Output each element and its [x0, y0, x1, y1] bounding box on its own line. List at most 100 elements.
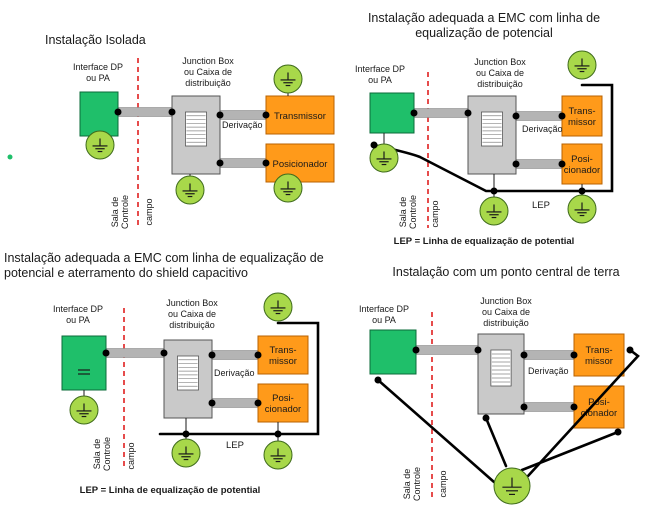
junction-box-label-line: ou Caixa de — [184, 67, 232, 77]
junction-box — [467, 95, 517, 175]
derivacao-label: Derivação — [528, 366, 569, 376]
panel-title-line: Instalação adequada a EMC com linha de — [368, 11, 600, 25]
positioner-label-line: Posi- — [571, 154, 593, 165]
positioner-box — [573, 385, 625, 429]
lep-label: LEP — [532, 200, 550, 211]
field-label: campo — [430, 200, 440, 227]
dp-interface-label-line: ou PA — [66, 315, 90, 325]
diagram-panel-4: Instalação com um ponto central de terra… — [359, 265, 640, 505]
junction-box-label-line: ou Caixa de — [476, 68, 524, 78]
control-room-label-line: Sala de — [398, 197, 408, 228]
junction-box — [163, 339, 213, 419]
positioner-label-line: Posi- — [588, 397, 610, 408]
junction-box-label-line: distribuição — [169, 320, 215, 330]
positioner-box — [257, 383, 309, 423]
panel-title-line: Instalação Isolada — [45, 33, 146, 47]
terminal-dot — [570, 351, 578, 359]
positioner-label-line: cionador — [265, 404, 301, 415]
derivacao-label: Derivação — [222, 120, 263, 130]
terminal-dot — [262, 159, 270, 167]
transmitter-label-line: Trans- — [585, 345, 612, 356]
positioner-label: Posi-cionador — [265, 393, 301, 415]
star-ground-wire — [520, 430, 620, 472]
control-room-label-line: Controle — [408, 195, 418, 229]
terminal-dot — [262, 111, 270, 119]
panel-title: Instalação com um ponto central de terra — [392, 265, 619, 279]
ground-symbol-icon — [479, 196, 509, 226]
bus-cable — [523, 350, 575, 360]
junction-box-label-line: Junction Box — [166, 298, 218, 308]
dp-interface-label-line: Interface DP — [73, 62, 123, 72]
dp-interface-box — [79, 91, 119, 137]
transmitter-label-line: Trans- — [269, 345, 296, 356]
field-label: campo — [126, 442, 136, 469]
positioner-label: Posi-cionador — [581, 397, 617, 419]
terminal-dot — [558, 112, 566, 120]
bus-cable — [515, 159, 563, 169]
terminal-dot — [410, 109, 418, 117]
ground-symbol-icon — [263, 440, 293, 470]
terminal-dot — [520, 403, 528, 411]
control-room-label-line: Controle — [412, 467, 422, 501]
terminal-dot — [614, 428, 622, 436]
transmitter-label: Transmissor — [274, 111, 326, 122]
ground-symbol-icon — [171, 438, 201, 468]
control-room-label: Sala deControle — [402, 467, 422, 501]
central-ground-icon — [493, 467, 531, 505]
bus-cable — [211, 398, 259, 408]
terminal-dot — [558, 160, 566, 168]
terminal-dot — [274, 430, 282, 438]
terminal-strip — [490, 349, 512, 387]
panel-title-line: Instalação adequada a EMC com linha de e… — [4, 251, 324, 265]
terminal-dot — [254, 399, 262, 407]
bus-cable — [523, 402, 575, 412]
lep-legend-note: LEP = Linha de equalização de potential — [394, 236, 575, 247]
dp-interface-label-line: ou PA — [368, 75, 392, 85]
terminal-dot — [520, 351, 528, 359]
dp-interface-label-line: Interface DP — [359, 304, 409, 314]
terminal-dot — [254, 351, 262, 359]
bus-cable — [117, 107, 173, 117]
bus-cable — [413, 108, 469, 118]
terminal-dot — [464, 109, 472, 117]
equipotential-bonding-line — [158, 321, 320, 436]
terminal-strip — [177, 355, 199, 391]
field-label: campo — [438, 470, 448, 497]
panel-title-line: equalização de potencial — [415, 26, 553, 40]
junction-box-label-line: distribuição — [483, 318, 529, 328]
panel-title: Instalação Isolada — [45, 33, 146, 47]
positioner-label-line: Posi- — [272, 393, 294, 404]
terminal-dot — [160, 349, 168, 357]
dp-interface-box — [369, 92, 415, 134]
dp-interface-box — [61, 335, 107, 391]
terminal-dot — [412, 346, 420, 354]
bus-cable — [515, 111, 563, 121]
junction-box-label-line: distribuição — [185, 78, 231, 88]
panel-title: Instalação adequada a EMC com linha de e… — [4, 251, 324, 280]
terminal-strip — [481, 111, 503, 147]
terminal-dot — [168, 108, 176, 116]
terminal-dot — [490, 187, 498, 195]
ground-symbol-icon — [369, 143, 399, 173]
junction-box-label-line: ou Caixa de — [168, 309, 216, 319]
terminal-dot — [370, 141, 378, 149]
control-room-label: Sala deControle — [398, 195, 418, 229]
ground-symbol-icon — [567, 50, 597, 80]
junction-box-label-line: Junction Box — [480, 296, 532, 306]
junction-box-label-line: Junction Box — [182, 56, 234, 66]
terminal-dot — [578, 187, 586, 195]
terminal-dot — [216, 159, 224, 167]
star-ground-wire — [484, 416, 508, 468]
control-room-label-line: Controle — [120, 195, 130, 229]
terminal-dot — [374, 376, 382, 384]
